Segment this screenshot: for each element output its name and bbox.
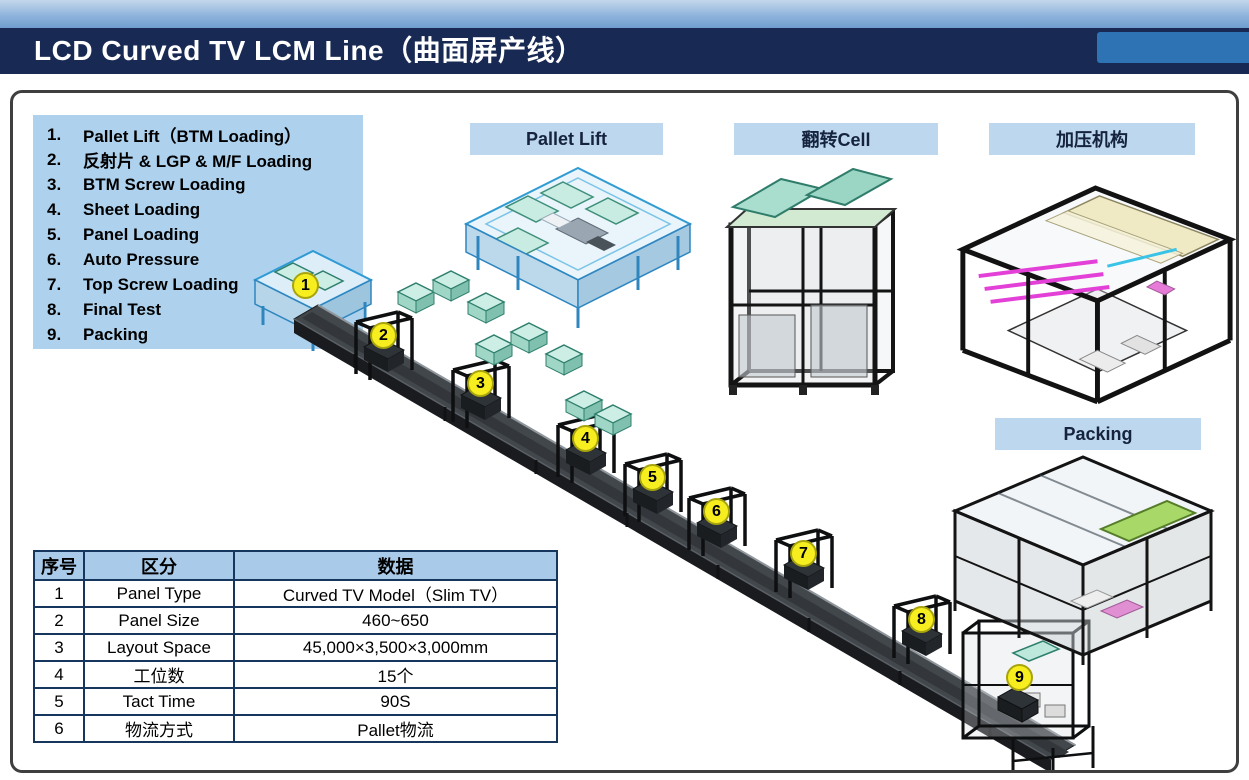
station-marker-4: 4 — [572, 425, 599, 452]
table-cell: 90S — [233, 687, 558, 716]
table-cell: Panel Type — [83, 579, 235, 608]
table-cell: 5 — [33, 687, 85, 716]
callout-label-pressure: 加压机构 — [989, 123, 1195, 155]
station-marker-7: 7 — [790, 540, 817, 567]
table-row: 6 物流方式 Pallet物流 — [33, 714, 558, 743]
process-list-box: 1.Pallet Lift（BTM Loading） 2.反射片 & LGP &… — [33, 115, 363, 349]
table-cell: 2 — [33, 606, 85, 635]
table-row: 2 Panel Size 460~650 — [33, 606, 558, 635]
table-cell: Layout Space — [83, 633, 235, 662]
title-bar: LCD Curved TV LCM Line（曲面屏产线） — [0, 28, 1249, 74]
process-list-item: 2.反射片 & LGP & M/F Loading — [47, 149, 313, 172]
table-row: 3 Layout Space 45,000×3,500×3,000mm — [33, 633, 558, 662]
table-cell: 4 — [33, 660, 85, 689]
top-gradient-strip — [0, 0, 1249, 28]
table-row: 5 Tact Time 90S — [33, 687, 558, 716]
station-marker-6: 6 — [703, 498, 730, 525]
pressure-machine-image — [956, 185, 1236, 405]
table-row: 1 Panel Type Curved TV Model（Slim TV） — [33, 579, 558, 608]
table-cell: Pallet物流 — [233, 714, 558, 743]
table-row: 4 工位数 15个 — [33, 660, 558, 689]
flip-cell-machine-image — [724, 167, 898, 395]
main-panel: 1.Pallet Lift（BTM Loading） 2.反射片 & LGP &… — [10, 90, 1239, 773]
station-marker-5: 5 — [639, 464, 666, 491]
table-cell: 1 — [33, 579, 85, 608]
table-cell: Tact Time — [83, 687, 235, 716]
callout-label-pallet-lift: Pallet Lift — [470, 123, 663, 155]
table-cell: 15个 — [233, 660, 558, 689]
table-header-cell: 数据 — [233, 550, 558, 581]
end-of-line-structures — [961, 619, 1095, 770]
table-header-cell: 区分 — [83, 550, 235, 581]
process-list-item: 4.Sheet Loading — [47, 199, 201, 219]
table-cell: 460~650 — [233, 606, 558, 635]
process-list-item: 1.Pallet Lift（BTM Loading） — [47, 124, 302, 147]
table-header-cell: 序号 — [33, 550, 85, 581]
station-marker-3: 3 — [467, 370, 494, 397]
station-marker-2: 2 — [370, 322, 397, 349]
table-cell: 6 — [33, 714, 85, 743]
process-list-item: 3.BTM Screw Loading — [47, 174, 246, 194]
pallet-stacks — [397, 270, 632, 436]
process-list-item: 8.Final Test — [47, 299, 162, 319]
process-list-item: 5.Panel Loading — [47, 224, 200, 244]
station-marker-1: 1 — [292, 272, 319, 299]
table-cell: Curved TV Model（Slim TV） — [233, 579, 558, 608]
station-marker-8: 8 — [908, 606, 935, 633]
process-list-item: 7.Top Screw Loading — [47, 274, 239, 294]
process-list-item: 6.Auto Pressure — [47, 249, 200, 269]
station-marker-9: 9 — [1006, 664, 1033, 691]
pallet-lift-machine-image — [463, 166, 693, 328]
callout-label-flip-cell: 翻转Cell — [734, 123, 938, 155]
table-cell: 45,000×3,500×3,000mm — [233, 633, 558, 662]
table-cell: 3 — [33, 633, 85, 662]
process-list-item: 9.Packing — [47, 324, 149, 344]
packing-machine-image — [951, 455, 1215, 665]
spec-table: 序号 区分 数据 1 Panel Type Curved TV Model（Sl… — [33, 550, 558, 743]
table-cell: 工位数 — [83, 660, 235, 689]
table-cell: Panel Size — [83, 606, 235, 635]
table-header-row: 序号 区分 数据 — [33, 550, 558, 581]
callout-label-packing: Packing — [995, 418, 1201, 450]
table-cell: 物流方式 — [83, 714, 235, 743]
page-title: LCD Curved TV LCM Line（曲面屏产线） — [34, 35, 584, 66]
title-accent-bar — [1097, 32, 1249, 63]
